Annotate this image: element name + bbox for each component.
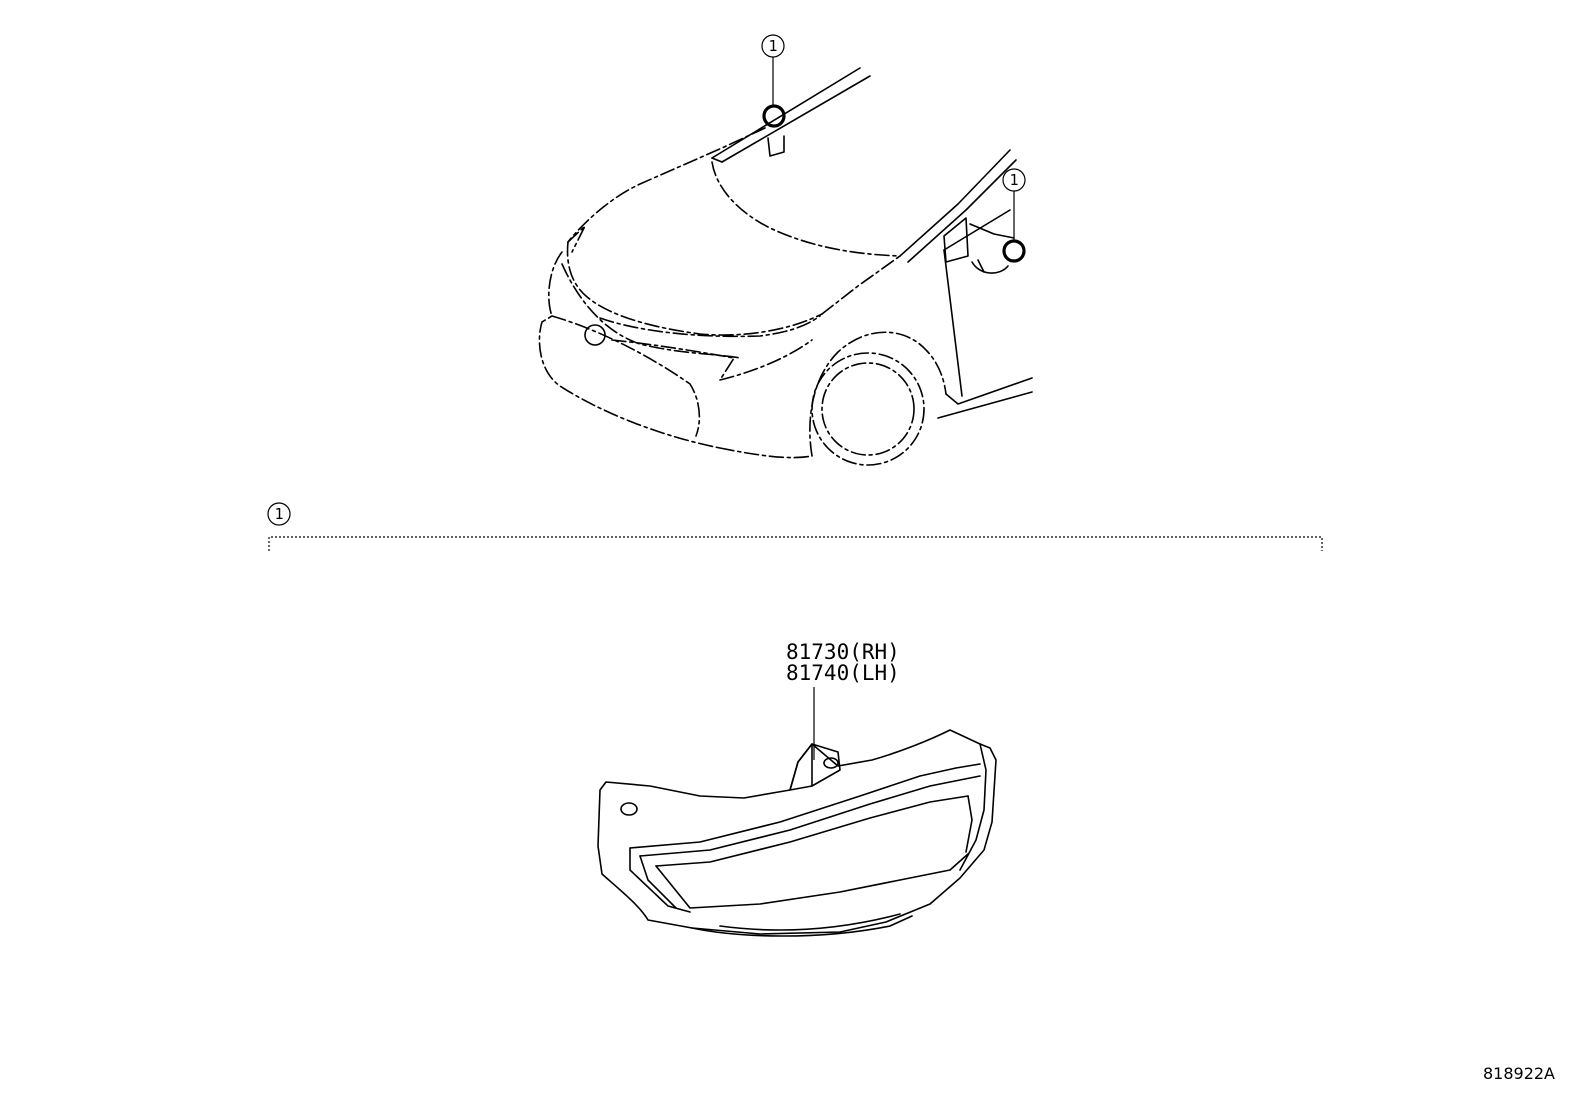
group-callout-number: 1 <box>274 505 283 523</box>
vehicle-front-illustration <box>538 67 1033 466</box>
callout-side-mirror-number: 1 <box>1009 171 1018 189</box>
part-number-rh: 81730(RH) <box>786 640 900 664</box>
group-bracket: 1 <box>267 502 1323 551</box>
callout-hood-number: 1 <box>768 37 777 55</box>
callout-hood: 1 <box>761 34 785 106</box>
callout-side-mirror: 1 <box>1002 168 1026 241</box>
lamp-assembly-illustration <box>597 729 997 937</box>
diagram-reference-code: 818922A <box>1483 1064 1555 1083</box>
part-number-lh: 81740(LH) <box>786 661 900 685</box>
part-number-labels: 81730(RH) 81740(LH) <box>786 640 900 760</box>
